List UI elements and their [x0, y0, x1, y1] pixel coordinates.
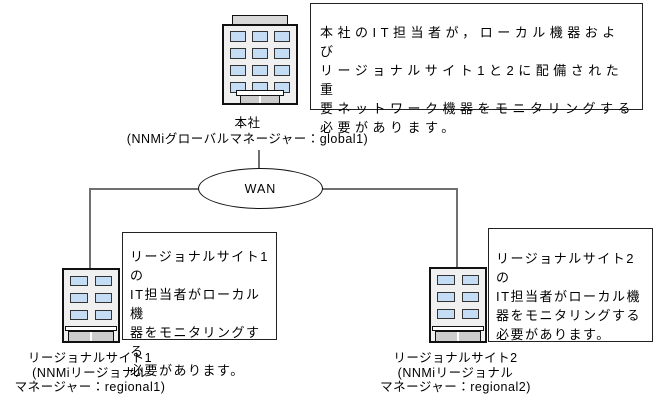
- building-window: [230, 31, 246, 42]
- building-window: [70, 310, 88, 320]
- building-window: [461, 309, 479, 319]
- hq-note-box: 本社のIT担当者が，ローカル機器および リージョナルサイト1と2に配備された重 …: [310, 3, 643, 135]
- regional-site2-building-icon: [429, 267, 487, 343]
- site2-caption: リージョナルサイト2 (NNMiリージョナル マネージャー：regional2): [380, 351, 531, 394]
- building-window: [252, 31, 268, 42]
- building-door-gap: [259, 96, 261, 103]
- building-window: [252, 48, 268, 59]
- building-windows: [437, 275, 479, 319]
- building-window: [94, 276, 112, 286]
- regional-site1-building-icon: [62, 268, 120, 343]
- building-window: [274, 65, 290, 76]
- building-door-gap: [90, 332, 92, 341]
- building-window: [94, 310, 112, 320]
- building-door: [435, 331, 481, 341]
- building-window: [70, 293, 88, 303]
- building-window: [274, 48, 290, 59]
- building-entrance-canopy: [432, 326, 484, 331]
- building-window: [437, 309, 455, 319]
- connector-site1-vertical: [89, 188, 91, 268]
- headquarters-building-icon: [222, 15, 298, 105]
- building-windows: [230, 31, 290, 93]
- connector-wan-left-horizontal: [90, 188, 200, 190]
- building-body: [429, 267, 487, 343]
- building-door: [68, 331, 114, 341]
- building-window: [230, 48, 246, 59]
- connector-hq-to-wan: [258, 150, 260, 170]
- building-body: [222, 24, 298, 105]
- building-window: [70, 276, 88, 286]
- site1-caption: リージョナルサイト1 (NNMiリージョナル マネージャー：regional1): [14, 351, 166, 394]
- connector-site2-vertical: [456, 188, 458, 267]
- building-window: [274, 31, 290, 42]
- site1-note-box: リージョナルサイト1の IT担当者がローカル機 器をモニタリングする 必要があり…: [122, 232, 277, 378]
- hq-caption: 本社 (NNMiグローバルマネージャー：global1): [126, 116, 369, 146]
- building-windows: [70, 276, 112, 320]
- building-entrance-canopy: [65, 326, 117, 331]
- building-door-gap: [457, 332, 459, 341]
- wan-label: WAN: [244, 181, 277, 196]
- building-body: [62, 268, 120, 343]
- building-window: [230, 65, 246, 76]
- building-window: [461, 292, 479, 302]
- building-door: [240, 95, 280, 103]
- building-window: [437, 292, 455, 302]
- building-window: [461, 275, 479, 285]
- connector-wan-right-horizontal: [321, 188, 457, 190]
- building-window: [437, 275, 455, 285]
- building-window: [94, 293, 112, 303]
- building-window: [252, 65, 268, 76]
- site2-note-box: リージョナルサイト2の IT担当者がローカル機 器をモニタリングする 必要があり…: [488, 228, 653, 342]
- wan-ellipse: WAN: [198, 168, 323, 209]
